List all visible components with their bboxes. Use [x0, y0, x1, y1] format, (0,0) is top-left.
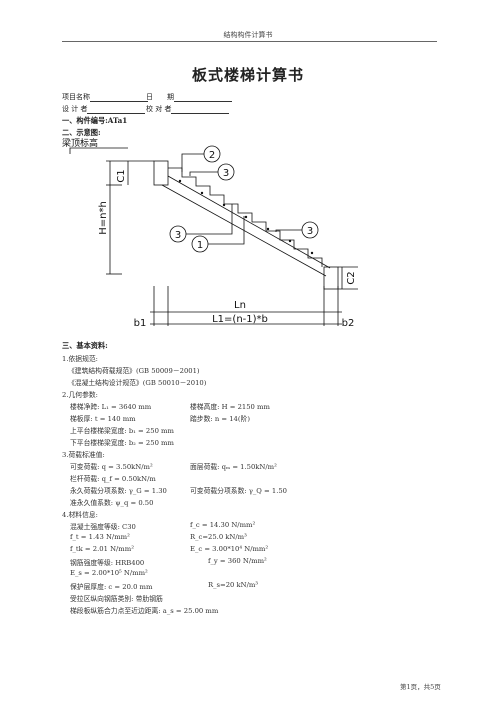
as-distance: 梯段板纵筋合力点至近边距离: a_s = 25.00 mm	[70, 607, 219, 615]
project-name-field: 项目名称	[62, 92, 148, 102]
date-field: 日 期	[146, 92, 232, 102]
bottom-beam	[323, 266, 339, 290]
leader-1	[208, 216, 245, 245]
stair-height: 楼梯高度: H = 2150 mm	[190, 403, 270, 411]
date-blank	[174, 93, 232, 102]
top-beam	[153, 160, 169, 186]
top-label-leader	[69, 147, 128, 154]
b2-label: b2	[342, 318, 355, 329]
checker-field: 校 对 者	[146, 104, 230, 114]
ft-value: f_t = 1.43 N/mm²	[70, 533, 130, 541]
project-name-label: 项目名称	[62, 93, 90, 101]
circle-3-right-label: 3	[307, 226, 313, 237]
circle-3-mid-label: 3	[175, 230, 181, 241]
section-basic-info: 三、基本资料:	[62, 341, 108, 350]
clear-span: 楼梯净跨: L₁ = 3640 mm	[70, 403, 152, 411]
circle-3-top-label: 3	[223, 168, 229, 179]
circle-3-mid	[169, 225, 187, 243]
spec-load: 《建筑结构荷载规范》(GB 50009－2001)	[68, 367, 200, 375]
ec-value: E_c = 3.00*10⁴ N/mm²	[190, 545, 269, 553]
height-label: H=n*h	[98, 201, 109, 235]
page-number: 第1页，共5页	[400, 683, 441, 691]
upper-beam-width: 上平台楼梯梁宽度: b₁ = 250 mm	[70, 427, 174, 435]
es-value: E_s = 2.00*10⁵ N/mm²	[70, 569, 148, 577]
stair-diagram: 梁顶标高 2 3 3 1 3 C1 H=n*h C2 Ln L1=(n-1)*b…	[62, 137, 358, 329]
quasi-permanent-coef: 准永久值系数: ψ_q = 0.50	[70, 499, 154, 507]
leader-2	[181, 153, 204, 172]
circle-1	[191, 235, 209, 253]
designer-field: 设 计 者	[62, 104, 146, 114]
ftk-value: f_tk = 2.01 N/mm²	[70, 545, 134, 553]
checker-label: 校 对 者	[146, 105, 172, 113]
project-name-blank	[90, 93, 148, 102]
finish-load: 面层荷载: qₘ = 1.50kN/m²	[190, 463, 277, 471]
dead-factor: 永久荷载分项系数: γ_G = 1.30	[70, 487, 167, 495]
running-header: 结构构件计算书	[223, 31, 273, 39]
section-diagram: 二、示意图:	[62, 128, 101, 137]
live-load: 可变荷载: q = 3.50kN/m²	[70, 463, 153, 471]
circle-2-top	[203, 145, 221, 163]
material-heading: 4.材料信息:	[62, 511, 98, 519]
cover-thickness: 保护层厚度: c = 20.0 mm	[70, 583, 153, 591]
rebar-grade: 钢筋强度等级: HRB400	[70, 559, 145, 567]
date-label: 日 期	[146, 93, 174, 101]
ln-label: Ln	[234, 300, 246, 311]
spec-concrete: 《混凝土结构设计规范》(GB 50010－2010)	[68, 379, 207, 387]
stair-steps	[168, 167, 323, 267]
rc-value: R_c=25.0 kN/m³	[190, 533, 247, 541]
leader-3-top	[189, 171, 218, 176]
fc-value: f_c = 14.30 N/mm²	[190, 521, 256, 529]
load-heading: 3.荷载标准值:	[62, 451, 105, 459]
page-title: 板式楼梯计算书	[191, 66, 304, 84]
slab-thickness: 梯板厚: t = 140 mm	[70, 415, 136, 423]
designer-blank	[87, 105, 146, 114]
lower-beam-width: 下平台楼梯梁宽度: b₂ = 250 mm	[70, 439, 174, 447]
checker-blank	[171, 105, 230, 114]
rs-value: R_s=20 kN/m³	[208, 581, 259, 589]
circle-3-top	[217, 163, 235, 181]
c2-label: C2	[346, 271, 357, 284]
section-component-id: 一、构件编号:ATa1	[62, 116, 128, 125]
header-rule	[62, 41, 437, 42]
geom-heading: 2.几何参数:	[62, 391, 98, 399]
designer-label: 设 计 者	[62, 105, 88, 113]
step-count: 踏步数: n = 14(阶)	[190, 415, 250, 423]
b1-label: b1	[134, 318, 147, 329]
leader-3-mid	[186, 204, 233, 235]
circle-3-right	[301, 221, 319, 239]
l1-label: L1=(n-1)*b	[212, 314, 268, 325]
railing-load: 栏杆荷载: q_f = 0.50kN/m	[70, 475, 156, 483]
spec-heading: 1.依据规范:	[62, 355, 98, 363]
top-elevation-label: 梁顶标高	[62, 137, 98, 149]
fy-value: f_y = 360 N/mm²	[208, 557, 267, 565]
concrete-grade: 混凝土强度等级: C30	[70, 523, 136, 531]
leader-3-right	[275, 229, 302, 232]
circle-2-label: 2	[209, 150, 215, 161]
circle-1-label: 1	[197, 240, 203, 251]
c1-label: C1	[116, 169, 127, 182]
slab-rebar	[167, 175, 331, 269]
live-factor: 可变荷载分项系数: γ_Q = 1.50	[190, 487, 288, 495]
rebar-type: 受拉区纵向钢筋类别: 带肋钢筋	[70, 595, 163, 603]
